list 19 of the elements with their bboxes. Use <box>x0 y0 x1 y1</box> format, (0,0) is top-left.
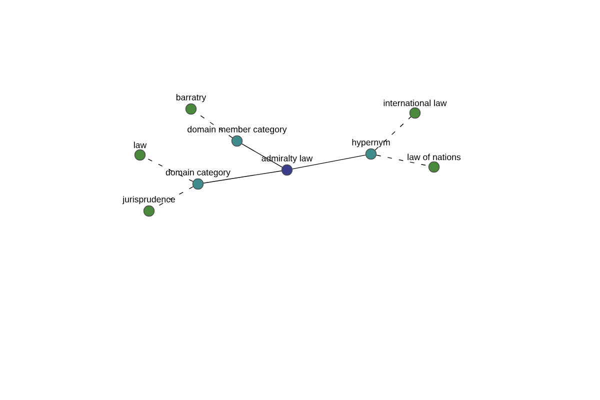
node-label: law of nations <box>408 154 461 160</box>
graph-node: hypernym <box>352 138 390 160</box>
graph-node: domain category <box>166 168 230 190</box>
connector <box>292 154 366 170</box>
node-label: law <box>134 142 147 148</box>
node-label: hypernym <box>352 138 390 148</box>
graph-node: domain member category <box>188 126 287 147</box>
node-label: domain member category <box>188 126 287 134</box>
graph-node: barratry <box>176 94 206 115</box>
node-label: jurisprudence <box>122 196 175 204</box>
graph-node: law of nations <box>408 154 461 173</box>
connector <box>203 170 282 184</box>
node-label: domain category <box>166 168 230 178</box>
node-label: international law <box>384 100 447 106</box>
graph-node: jurisprudence <box>122 196 175 217</box>
graph-node: law <box>134 142 147 161</box>
dashed-connector <box>374 116 412 151</box>
graph-node: international law <box>384 100 447 119</box>
node-label: barratry <box>176 94 206 102</box>
